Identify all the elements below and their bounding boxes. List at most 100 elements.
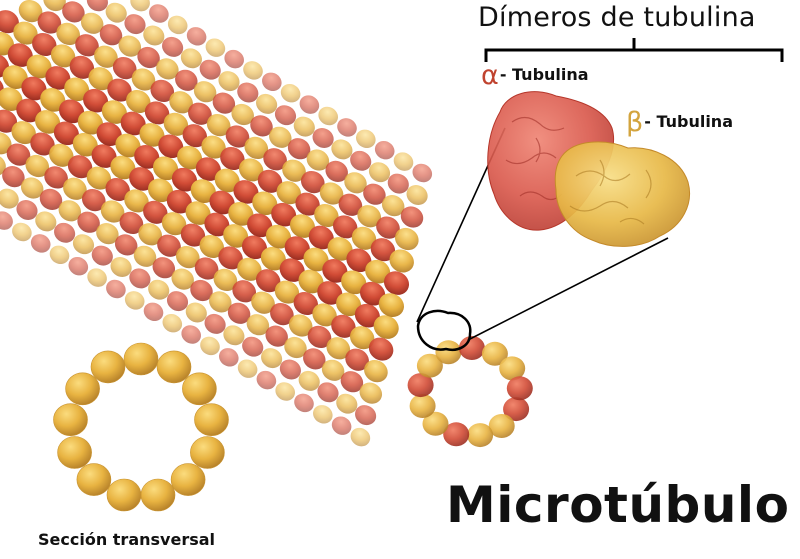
beta-tubulin-subunit [269,126,292,148]
beta-tubulin-subunit [357,205,382,228]
alpha-tubulin-subunit [182,124,208,148]
beta-tubulin-subunit [359,382,383,404]
tube-end-subunit [503,397,530,422]
alpha-tubulin-subunit [338,193,363,216]
alpha-tubulin-subunit [0,211,13,230]
beta-tubulin-subunit [356,129,376,149]
beta-tubulin-subunit [344,172,367,194]
alpha-tubulin-subunit [218,246,243,270]
beta-tubulin-subunit [313,405,333,424]
alpha-tubulin-subunit [317,281,343,305]
alpha-tubulin-subunit [7,43,33,67]
beta-tubulin-subunit [280,83,301,103]
beta-tubulin-subunit [130,0,150,12]
alpha-tubulin-subunit [129,167,155,191]
alpha-tubulin-subunit [307,325,332,349]
alpha-tubulin-subunit [265,325,288,347]
alpha-tubulin-subunit [355,405,377,426]
alpha-tubulin-subunit [162,36,184,57]
alpha-tubulin-subunit [279,258,305,282]
beta-tubulin-subunit [43,0,66,12]
beta-tubulin-subunit [365,259,391,284]
cross-section-ring [53,342,229,512]
beta-tubulin-subunit [237,359,258,378]
alpha-tubulin-subunit [112,56,137,80]
beta-tubulin-subunit [139,123,165,147]
beta-tubulin-subunit [12,222,32,242]
alpha-tubulin-subunit [332,215,358,239]
beta-tubulin-subunit [218,71,240,92]
beta-tubulin-subunit [319,182,344,205]
alpha-tubulin-subunit [212,92,236,114]
beta-tubulin-subunit [169,91,193,114]
alpha-tubulin-subunit [119,211,144,235]
alpha-tubulin-subunit [6,143,31,166]
alpha-tubulin-subunit [346,248,372,273]
alpha-tubulin-subunit [181,325,201,344]
beta-tubulin-zoom [554,141,690,247]
beta-tubulin-subunit [306,149,330,171]
beta-tubulin-subunit [321,359,345,381]
alpha-tubulin-subunit [175,69,198,91]
alpha-tubulin-subunit [0,10,19,34]
tube-end-subunit [435,340,462,365]
beta-tubulin-subunit [58,200,82,222]
beta-tubulin-subunit [261,348,283,369]
alpha-tubulin-subunit [331,314,356,338]
zoom-line-lower [467,237,669,341]
beta-tubulin-subunit [138,223,163,246]
alpha-tubulin-subunit [270,302,294,326]
alpha-tubulin-subunit [158,134,184,159]
beta-tubulin-subunit [282,159,306,182]
beta-tubulin-subunit [88,67,113,91]
tube-end-subunit [422,411,449,436]
beta-tubulin-subunit [0,154,6,176]
cross-section-subunit [123,342,159,376]
alpha-tubulin-subunit [54,222,76,243]
beta-tubulin-subunit [86,166,112,190]
beta-tubulin-subunit [327,237,353,261]
alpha-tubulin-subunit [274,105,297,126]
tube-end-subunit [506,376,533,401]
beta-tubulin-subunit [185,201,211,225]
beta-tubulin-subunit [2,65,28,89]
alpha-tubulin-subunit [137,46,160,69]
cross-section-subunit [65,372,100,406]
beta-tubulin-subunit [214,168,240,193]
alpha-tubulin-subunit [400,206,424,228]
alpha-tubulin-subunit [186,27,207,46]
alpha-tubulin-subunit [143,200,168,224]
alpha-tubulin-subunit [242,336,264,357]
beta-tubulin-subunit [96,223,119,245]
beta-tubulin-subunit [298,269,324,294]
beta-tubulin-subunit [341,270,367,295]
alpha-tubulin-subunit [107,78,132,102]
beta-tubulin-subunit [131,68,156,91]
alpha-tubulin-subunit [45,66,71,90]
beta-tubulin-subunit [256,93,278,114]
beta-tubulin-text: - Tubulina [644,112,733,131]
beta-tubulin-subunit [246,314,270,336]
beta-tubulin-subunit [18,0,43,23]
beta-tubulin-subunit [303,247,329,272]
beta-tubulin-subunit [94,45,118,68]
alpha-tubulin-subunit [204,212,230,237]
beta-tubulin-subunit [175,245,200,269]
alpha-tubulin-subunit [340,371,364,393]
beta-tubulin-subunit [118,35,142,57]
alpha-tubulin-subunit [39,188,63,210]
microtubule-model [0,0,533,448]
alpha-tubulin-subunit [237,82,259,103]
alpha-tubulin-subunit [83,88,109,113]
alpha-tubulin-subunit [262,72,282,92]
beta-tubulin-subunit [56,22,81,46]
beta-tubulin-subunit [153,156,179,181]
beta-tubulin-subunit [115,133,141,158]
beta-tubulin-subunit [11,121,36,145]
alpha-tubulin-subunit [150,79,175,103]
beta-tubulin-subunit [206,113,231,137]
alpha-tubulin-subunit [308,225,334,250]
alpha-tubulin-subunit [232,280,257,303]
beta-tubulin-subunit [228,202,254,226]
alpha-tubulin-subunit [190,279,213,302]
